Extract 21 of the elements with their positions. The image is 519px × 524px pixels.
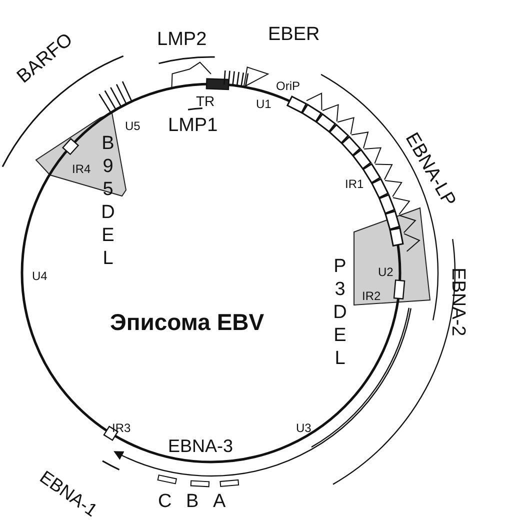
gene-label: C [158,492,172,511]
gene-label: EBNA-2 [448,268,468,336]
gene-label: A [213,492,226,511]
vertical-region-label: P3DEL [332,255,348,370]
gene-label: LMP2 [157,30,207,49]
region-label: IR1 [345,178,364,190]
region-label: U5 [125,120,140,132]
region-label: U1 [256,98,272,110]
region-label: U2 [378,266,394,278]
gene-label: EBER [268,25,320,44]
gene-label: EBNA-3 [168,437,234,455]
gene-label: B [186,492,199,511]
diagram-title: Эписома EBV [110,311,264,334]
region-label: IR4 [72,163,91,175]
region-label: OriP [276,80,300,92]
gene-label: LMP1 [168,116,218,135]
region-label: TR [196,94,215,108]
region-label: U3 [296,422,312,434]
region-label: IR2 [362,290,381,302]
region-label: U4 [32,270,48,282]
region-label: IR3 [112,422,131,434]
